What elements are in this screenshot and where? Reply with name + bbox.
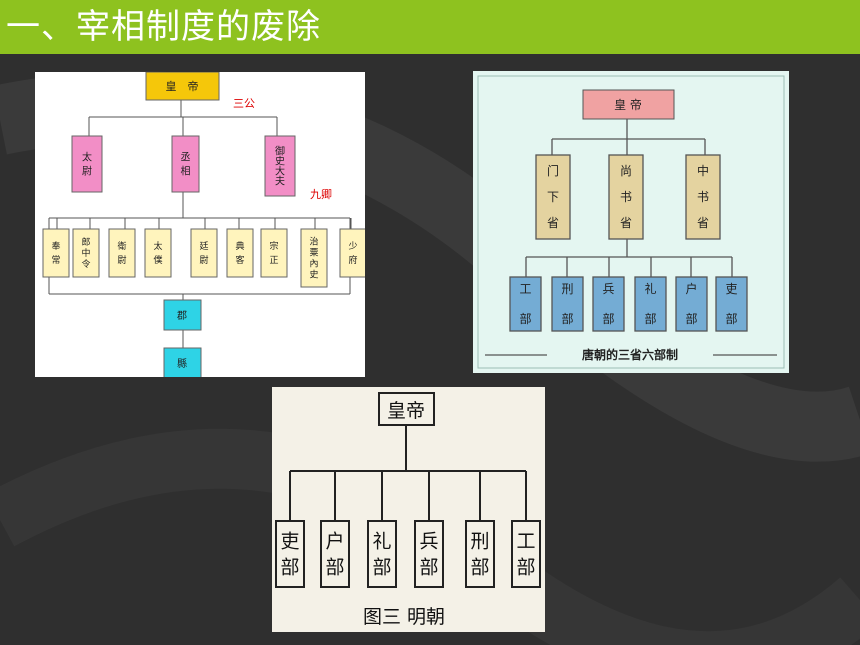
tang-bu-4-box: [675, 276, 708, 332]
jun-label: 郡: [177, 310, 187, 322]
tang-bu-2-label: 兵部: [602, 282, 614, 326]
jiuqing-0-label: 奉常: [51, 240, 60, 266]
tang-bu-5-label: 吏部: [725, 281, 737, 326]
tang-bu-3-box: [634, 276, 667, 332]
sangong-1-label: 丞相: [181, 152, 191, 178]
xian-box: [163, 347, 202, 379]
ming-bu-1-box: [320, 520, 350, 588]
ming-bu-0-label: 吏部: [280, 531, 299, 579]
jiuqing-8-box: [339, 228, 367, 278]
jiuqing-4-box: [190, 228, 218, 278]
xian-label: 縣: [177, 358, 187, 370]
jiuqing-2-label: 衛尉: [117, 240, 126, 266]
sheng-1-label: 尚书省: [620, 164, 632, 230]
tang-bu-3-label: 礼部: [644, 281, 656, 326]
ming-bu-3-box: [414, 520, 444, 588]
sangong-2-label: 御史大夫: [275, 145, 285, 188]
jiuqing-1-box: [72, 228, 100, 278]
tang-bu-4-label: 户部: [685, 281, 697, 326]
ming-bu-5-label: 工部: [516, 531, 535, 579]
ming-diagram: 皇帝 吏部户部礼部兵部刑部工部 图三 明朝: [272, 387, 545, 632]
sheng-1-box: [608, 154, 644, 240]
sangong-0-label: 太尉: [82, 151, 92, 178]
tang-bu-1-box: [551, 276, 584, 332]
sheng-2-box: [685, 154, 721, 240]
jun-box: [163, 299, 202, 331]
tang-bu-5-box: [715, 276, 748, 332]
sangong-1-box: [171, 135, 200, 193]
jiuqing-6-box: [260, 228, 288, 278]
ming-bu-5-box: [511, 520, 541, 588]
tang-emperor: 皇 帝: [614, 97, 642, 112]
sangong-0-box: [71, 135, 103, 193]
jiuqing-0-box: [42, 228, 70, 278]
jiuqing-8-label: 少府: [348, 241, 357, 266]
qh-emperor-box: [145, 71, 220, 101]
sangong-2-box: [264, 135, 296, 197]
sangong-label: 三公: [233, 97, 255, 110]
sheng-0-label: 门下省: [547, 163, 559, 230]
tang-emperor-box: [582, 89, 675, 120]
slide-title: 一、宰相制度的废除: [6, 7, 321, 47]
ming-bu-3-label: 兵部: [419, 531, 438, 579]
sheng-0-box: [535, 154, 571, 240]
ming-bu-2-label: 礼部: [372, 531, 391, 579]
jiuqing-label: 九卿: [310, 188, 332, 201]
ming-emperor: 皇帝: [387, 400, 425, 422]
tang-bu-1-label: 刑部: [561, 282, 573, 326]
ming-bu-4-label: 刑部: [470, 531, 489, 579]
ming-bu-0-box: [275, 520, 305, 588]
tang-diagram: 皇 帝 门下省 尚书省 中书省 工部刑部兵部礼部户部吏部 唐朝的三省六部制: [473, 71, 789, 373]
ming-emperor-box: [378, 392, 435, 426]
tang-bu-0-box: [509, 276, 542, 332]
sheng-2-label: 中书省: [697, 163, 709, 230]
tang-caption: 唐朝的三省六部制: [582, 347, 678, 362]
ming-bu-1-label: 户部: [325, 531, 344, 579]
jiuqing-4-label: 廷尉: [199, 240, 208, 266]
qh-emperor: 皇 帝: [166, 79, 199, 93]
qin-han-diagram: 皇 帝 三公 九卿 太尉 丞相 御史大夫 奉常 郎中令 衛尉 太僕 廷尉 典客宗正 治粟內史 少府…: [35, 71, 367, 379]
ming-caption: 图三 明朝: [363, 606, 445, 628]
tang-bu-2-box: [592, 276, 625, 332]
ming-bu-2-box: [367, 520, 397, 588]
jiuqing-5-label: 典客: [235, 240, 244, 266]
jiuqing-3-box: [144, 228, 172, 278]
ming-bu-4-box: [465, 520, 495, 588]
jiuqing-6-label: 宗正: [269, 240, 278, 266]
title-bar: 一、宰相制度的废除: [0, 0, 860, 54]
jiuqing-3-label: 太僕: [153, 240, 162, 266]
jiuqing-5-box: [226, 228, 254, 278]
tang-bu-0-label: 工部: [519, 282, 531, 326]
jiuqing-1-label: 郎中令: [81, 236, 90, 270]
jiuqing-7-label: 治粟內史: [309, 236, 318, 281]
jiuqing-7-box: [300, 228, 328, 288]
jiuqing-2-box: [108, 228, 136, 278]
